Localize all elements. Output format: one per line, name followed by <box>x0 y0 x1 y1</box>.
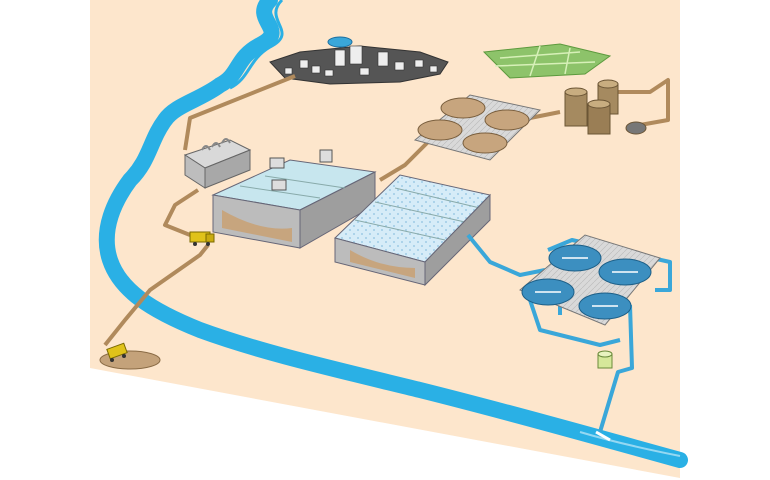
landfill <box>99 342 161 370</box>
farmland <box>482 43 612 79</box>
sludge-truck <box>189 231 215 246</box>
disinfection-tank <box>597 350 613 369</box>
outfall <box>595 430 611 442</box>
effluent-pipes <box>466 233 672 433</box>
aeration-tanks <box>334 174 491 287</box>
river <box>98 0 688 468</box>
anaerobic-digesters <box>564 79 647 135</box>
water-tower-icon <box>327 36 353 48</box>
secondary-clarifiers <box>519 234 661 326</box>
sludge-thickeners <box>413 94 542 161</box>
primary-sedimentation-tanks <box>211 149 377 249</box>
sewer-pipes <box>103 74 670 347</box>
headworks <box>183 138 252 189</box>
town <box>269 36 449 85</box>
